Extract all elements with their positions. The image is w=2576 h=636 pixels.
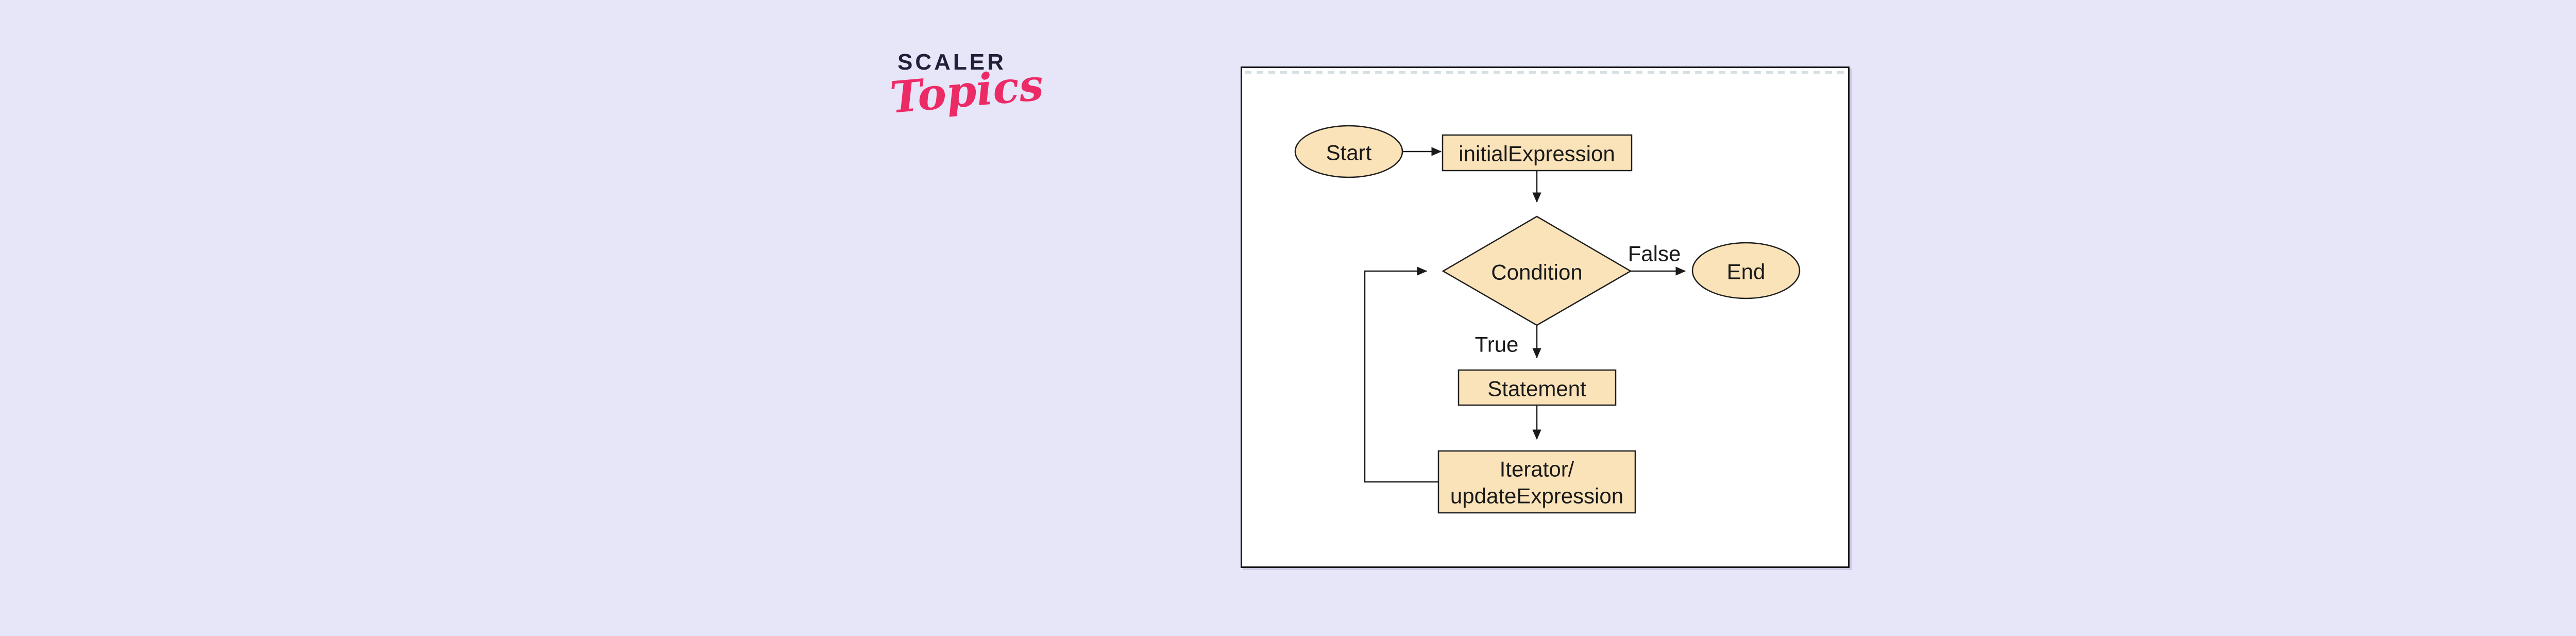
start-node (1294, 125, 1403, 178)
logo-brand-text: SCALER (897, 49, 1006, 75)
for-loop-flowchart: Start initialExpression Condition Statem… (1294, 125, 1801, 514)
false-branch-label: False (1628, 242, 1681, 266)
iterator-label-line1: Iterator/ (1500, 457, 1574, 481)
initial-expression-label: initialExpression (1459, 142, 1615, 166)
panel-top-dashed-line (1245, 71, 1845, 74)
condition-label: Condition (1491, 260, 1582, 284)
true-branch-label: True (1475, 332, 1519, 357)
iterator-node (1437, 450, 1636, 514)
statement-label: Statement (1487, 377, 1586, 401)
condition-node (1442, 215, 1632, 326)
flowchart-panel: Start initialExpression Condition Statem… (1241, 66, 1850, 568)
end-node (1691, 242, 1801, 299)
statement-node (1458, 369, 1617, 406)
scaler-topics-logo: SCALER Topics (888, 49, 1055, 123)
end-label: End (1727, 260, 1766, 284)
loop-arrow-iterator-to-condition (1364, 266, 1439, 483)
start-label: Start (1326, 141, 1372, 165)
iterator-label-line2: updateExpression (1450, 484, 1623, 508)
logo-script-text: Topics (888, 59, 1046, 123)
initial-expression-node (1442, 134, 1633, 172)
